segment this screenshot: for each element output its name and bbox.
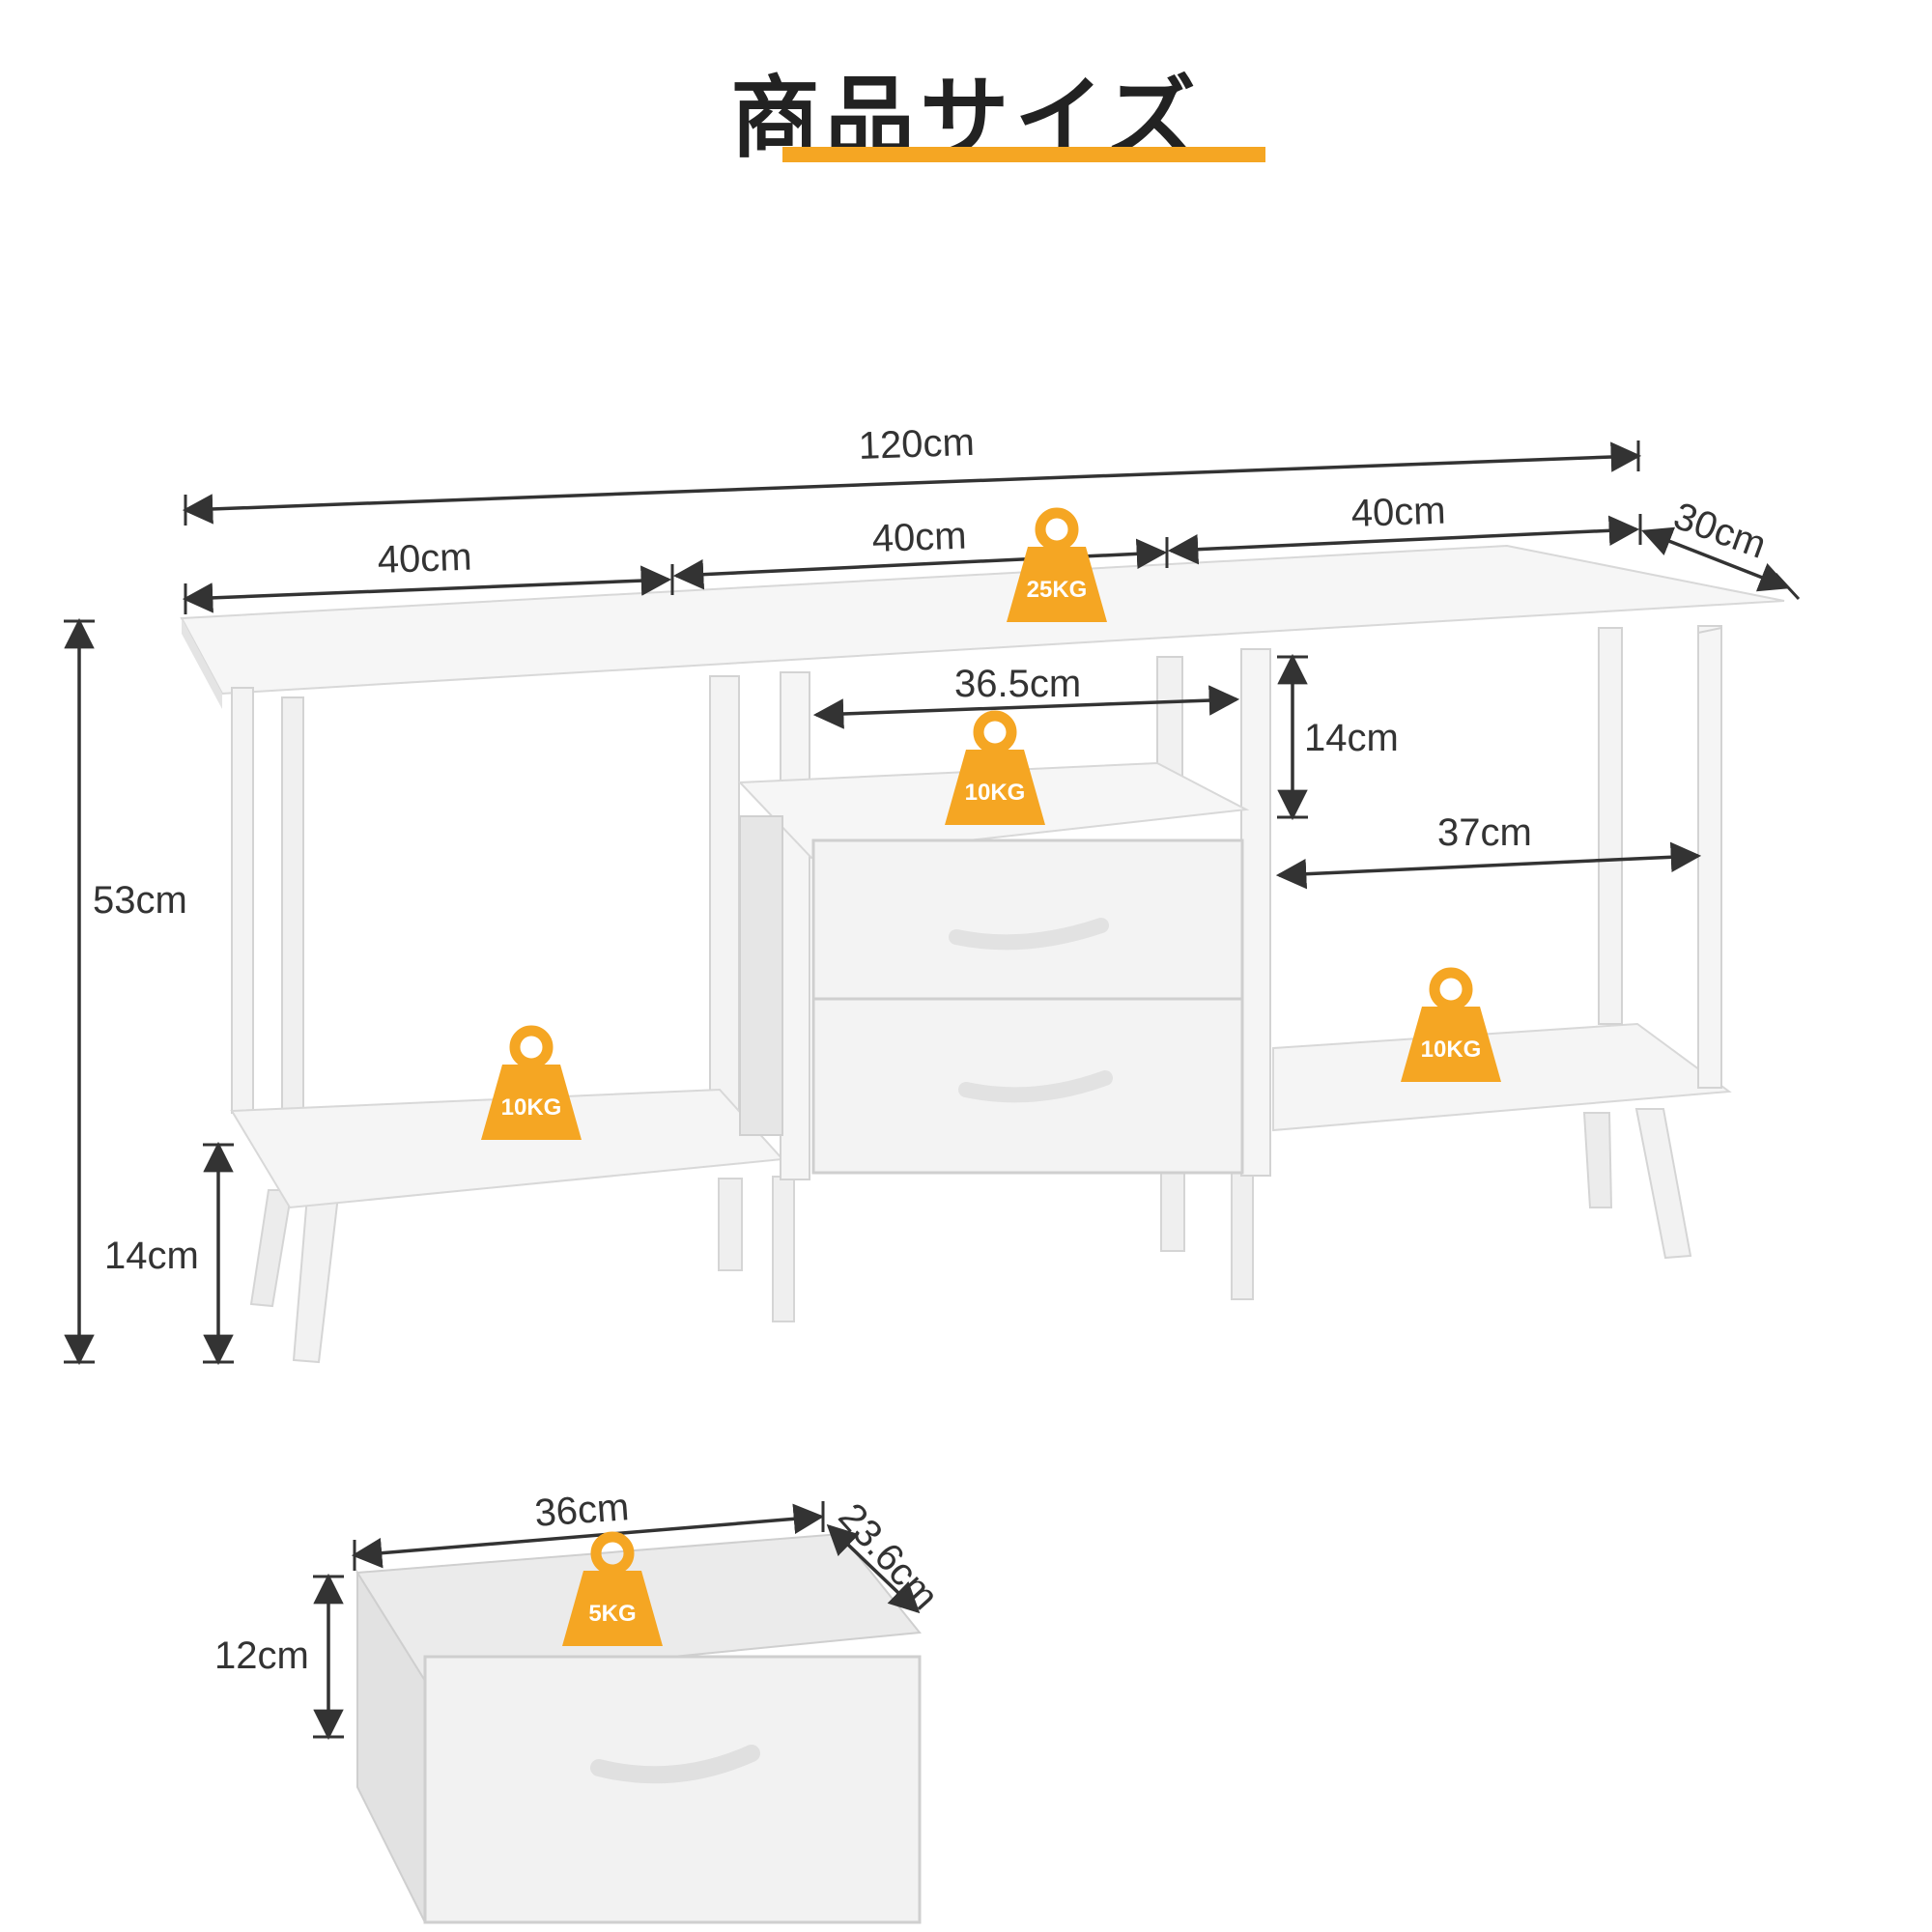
left-divider-post	[709, 675, 740, 1131]
weight-icon: 10KG	[481, 1025, 582, 1140]
label-drawer-width: 36cm	[533, 1486, 631, 1535]
title-underline	[782, 147, 1265, 162]
weight-label-drawer: 5KG	[588, 1601, 636, 1627]
label-inner-width-middle: 36.5cm	[954, 663, 1082, 705]
drawer-front	[423, 1655, 922, 1924]
left-frame-post-1	[231, 687, 254, 1114]
drawer-handle-icon	[949, 918, 1109, 951]
right-frame-brace	[1697, 627, 1722, 634]
weight-label-left: 10KG	[501, 1094, 562, 1121]
label-inner-width-right: 37cm	[1437, 811, 1532, 854]
label-left-width: 40cm	[377, 535, 473, 582]
mid-leg-3	[1160, 1163, 1185, 1252]
mid-leg-4	[1231, 1158, 1254, 1300]
weight-label-top: 25KG	[1027, 577, 1088, 603]
label-inner-height-middle: 14cm	[1304, 717, 1399, 759]
drawer-handle-icon	[958, 1070, 1113, 1103]
dimension-end-caps	[64, 440, 1801, 1739]
right-frame-post-1	[1598, 627, 1623, 1025]
label-drawer-height: 12cm	[214, 1634, 309, 1677]
drawer-lower[interactable]	[811, 997, 1244, 1175]
right-bottom-shelf	[1272, 1022, 1732, 1132]
weight-label-middle: 10KG	[965, 780, 1026, 806]
middle-post-1	[780, 671, 810, 1180]
mid-leg-2	[772, 1176, 795, 1322]
left-front-leg	[292, 1195, 340, 1364]
mid-leg-1	[718, 1178, 743, 1271]
drawer-cabinet-side	[739, 815, 783, 1136]
top-board-edge	[182, 618, 222, 709]
weight-icon: 10KG	[1401, 967, 1501, 1082]
weight-icon: 25KG	[1007, 507, 1107, 622]
tv-stand	[180, 544, 1785, 1364]
drawer-upper[interactable]	[811, 838, 1244, 1016]
drawer-handle-icon	[590, 1745, 760, 1784]
label-right-width: 40cm	[1350, 489, 1447, 535]
weight-label-right: 10KG	[1421, 1037, 1482, 1063]
left-frame-post-2	[281, 696, 304, 1114]
weight-icon: 10KG	[945, 710, 1045, 825]
label-total-height: 53cm	[93, 879, 187, 922]
left-back-leg	[249, 1189, 294, 1308]
label-leg-height: 14cm	[104, 1235, 199, 1277]
weight-icon: 5KG	[562, 1531, 663, 1646]
right-frame-post-2	[1697, 625, 1722, 1089]
right-back-leg	[1582, 1112, 1613, 1208]
middle-post-3	[1240, 648, 1271, 1177]
right-front-leg	[1634, 1108, 1692, 1260]
label-total-width: 120cm	[858, 420, 976, 468]
dimension-lines	[64, 441, 1790, 1741]
label-middle-width: 40cm	[871, 514, 968, 560]
